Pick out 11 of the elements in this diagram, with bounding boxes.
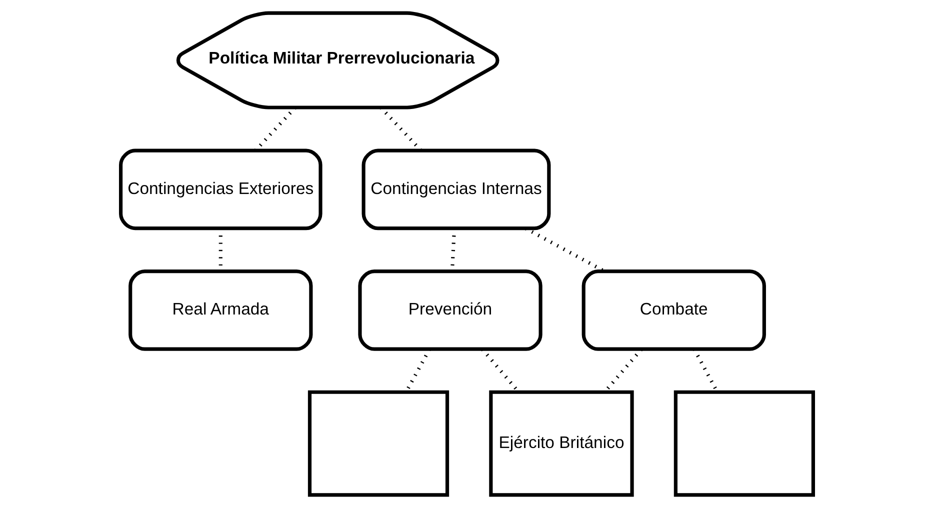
node-box: Contingencias Exteriores [118,148,322,230]
node-ellipse: Política Militar Prerrevolucionaria [176,11,499,110]
connector [379,106,422,152]
node-box: Real Armada [128,270,312,351]
node-box [307,390,449,497]
node-box [673,390,814,497]
node-box: Ejército Británico [488,390,634,497]
node-box: Contingencias Internas [361,148,550,230]
node-box: Prevención [358,270,542,351]
node-box: Combate [581,270,766,351]
connector [254,106,296,152]
